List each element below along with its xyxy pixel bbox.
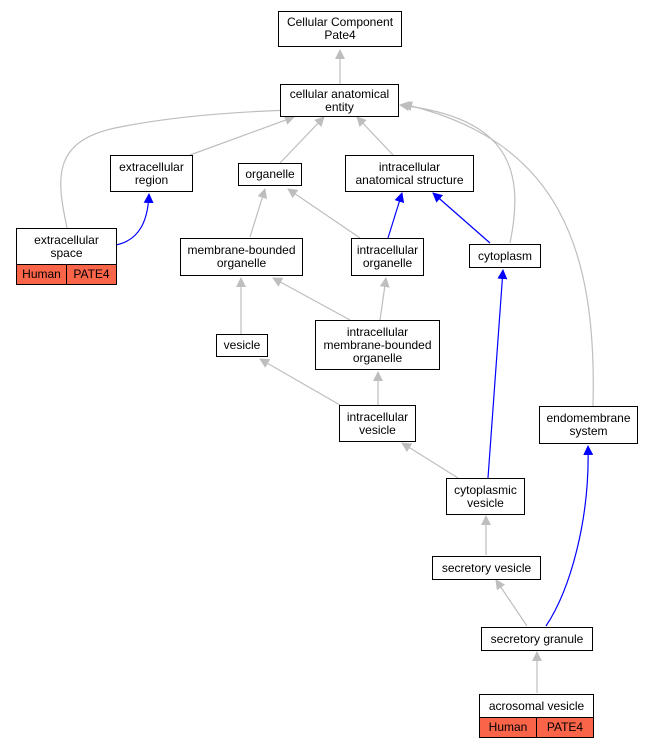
- node-cytoplasm[interactable]: cytoplasm: [469, 244, 541, 268]
- node-label-line: organelle: [362, 256, 413, 270]
- edge-extreg-to-cae: [189, 115, 295, 156]
- node-label-line: region: [134, 172, 169, 187]
- edge-io-to-organelle: [287, 188, 361, 239]
- node-label-line: entity: [325, 99, 354, 114]
- annotation-row: Human PATE4: [17, 264, 116, 284]
- node-label-line: system: [569, 424, 608, 438]
- node-label-line: secretory granule: [490, 631, 584, 646]
- node-label-line: Cellular Component: [286, 15, 394, 29]
- node-label-line: secretory vesicle: [441, 560, 532, 575]
- edge-ias-to-cae: [356, 116, 394, 156]
- node-cellular-component-pate4[interactable]: Cellular Component Pate4: [278, 11, 402, 47]
- node-label-line: acrosomal vesicle: [488, 698, 585, 713]
- node-secretory-granule[interactable]: secretory granule: [481, 627, 593, 651]
- node-label-line: anatomical structure: [355, 172, 464, 187]
- node-intracellular-vesicle[interactable]: intracellular vesicle: [339, 405, 416, 442]
- node-label-line: intracellular: [356, 243, 419, 257]
- node-vesicle[interactable]: vesicle: [216, 334, 268, 357]
- edge-sg-to-sv: [495, 579, 528, 627]
- edge-extspace-partof-extreg: [115, 193, 154, 246]
- node-membrane-bounded-organelle[interactable]: membrane-bounded organelle: [180, 238, 303, 276]
- node-cytoplasmic-vesicle[interactable]: cytoplasmic vesicle: [446, 478, 525, 515]
- node-intracellular-organelle[interactable]: intracellular organelle: [351, 238, 424, 276]
- edge-extspace-to-cae: [60, 105, 292, 229]
- annotation-row: Human PATE4: [480, 717, 593, 737]
- node-label-area: extracellular space: [17, 229, 116, 264]
- node-cellular-anatomical-entity[interactable]: cellular anatomical entity: [280, 84, 399, 117]
- node-label-line: endomembrane: [546, 411, 631, 425]
- node-label-line: vesicle: [467, 495, 504, 510]
- edge-cytoplasm-partof-ias: [432, 192, 491, 244]
- edge-sg-partof-endo: [545, 445, 594, 627]
- node-acrosomal-vesicle[interactable]: acrosomal vesicle Human PATE4: [479, 694, 594, 738]
- node-label-line: organelle: [245, 167, 295, 181]
- annotation-taxon: Human: [17, 265, 66, 284]
- node-organelle[interactable]: organelle: [238, 163, 302, 186]
- edge-imbo-to-mbo: [272, 277, 351, 321]
- node-label-line: space: [50, 245, 83, 260]
- node-label-line: intracellular: [346, 409, 409, 424]
- edge-cv-to-iv: [401, 442, 459, 479]
- annotation-gene: PATE4: [66, 265, 116, 284]
- node-label-line: organelle: [352, 350, 403, 365]
- node-secretory-vesicle[interactable]: secretory vesicle: [432, 556, 541, 580]
- edge-io-partof-ias: [387, 192, 405, 239]
- annotation-taxon: Human: [480, 718, 536, 737]
- node-label-line: cytoplasm: [477, 248, 533, 263]
- node-label-line: organelle: [216, 256, 267, 270]
- edge-imbo-to-io: [379, 277, 390, 321]
- node-label-line: intracellular: [378, 159, 441, 174]
- node-label-line: extracellular: [34, 232, 99, 247]
- edge-cv-partof-cytoplasm: [487, 269, 508, 479]
- node-intracellular-membrane-bounded-organelle[interactable]: intracellular membrane-bounded organelle: [315, 320, 440, 370]
- annotation-gene: PATE4: [536, 718, 593, 737]
- node-label-line: Pate4: [324, 28, 356, 42]
- node-label-line: membrane-bounded: [323, 337, 432, 352]
- edge-organelle-to-cae: [279, 116, 325, 164]
- node-extracellular-region[interactable]: extracellular region: [110, 155, 193, 192]
- node-label-line: extracellular: [119, 159, 184, 174]
- node-intracellular-anatomical-structure[interactable]: intracellular anatomical structure: [345, 155, 474, 192]
- node-extracellular-space[interactable]: extracellular space Human PATE4: [16, 228, 117, 285]
- node-label-line: membrane-bounded: [187, 243, 296, 257]
- node-label-line: vesicle: [359, 422, 396, 437]
- node-label-line: cytoplasmic: [454, 482, 517, 497]
- node-label-area: acrosomal vesicle: [480, 695, 593, 717]
- edge-mbo-to-organelle: [249, 188, 268, 238]
- edge-endo-to-cae: [402, 101, 594, 407]
- node-label-line: intracellular: [346, 324, 409, 339]
- edge-cytoplasm-to-cae: [399, 101, 516, 244]
- node-label-line: vesicle: [223, 338, 261, 352]
- edge-iv-to-vesicle: [259, 358, 341, 406]
- node-endomembrane-system[interactable]: endomembrane system: [539, 406, 638, 444]
- node-label-line: cellular anatomical: [289, 86, 390, 101]
